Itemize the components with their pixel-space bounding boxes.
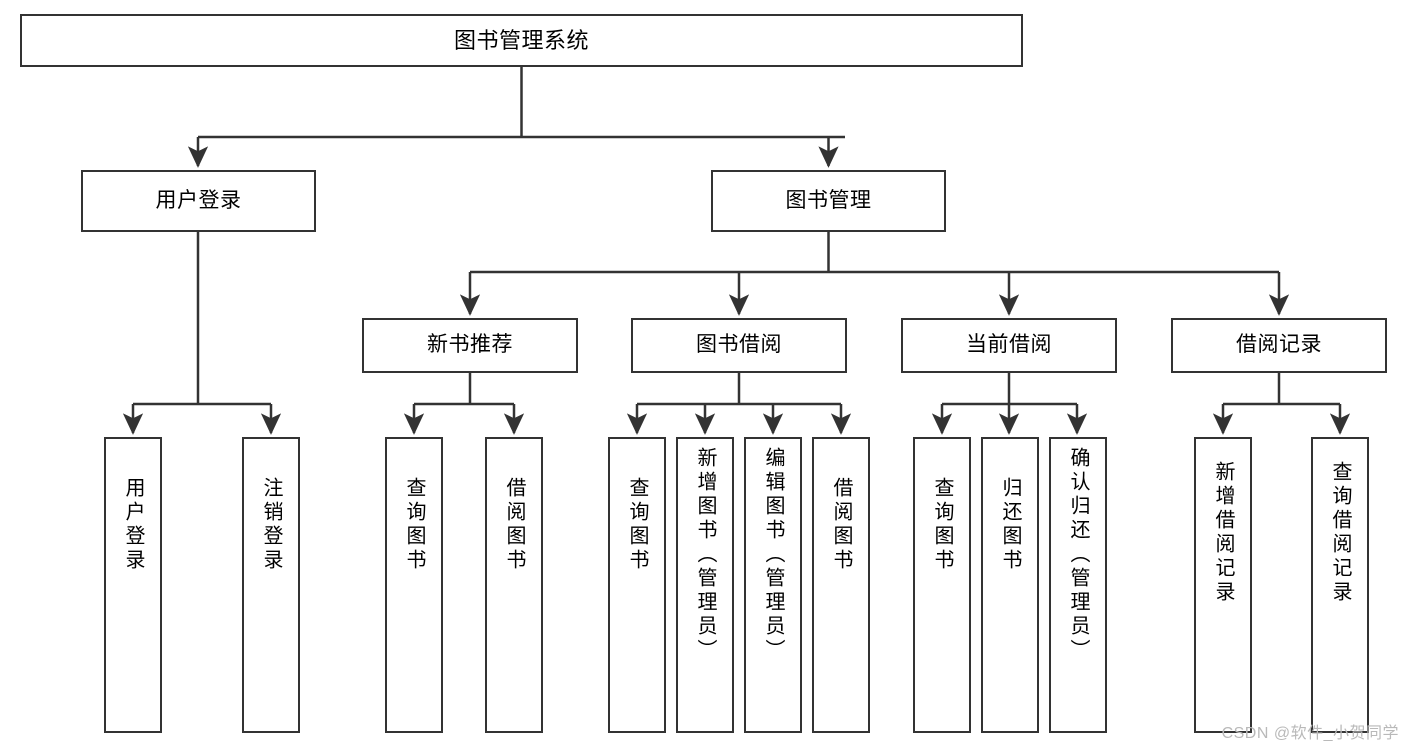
node-label: 新书推荐 bbox=[427, 333, 513, 357]
node-label: 确认归还（管理员） bbox=[1067, 447, 1089, 663]
node-book-borrow[interactable]: 图书借阅 bbox=[631, 318, 847, 373]
node-label: 图书借阅 bbox=[696, 333, 782, 357]
node-borrow-records[interactable]: 借阅记录 bbox=[1171, 318, 1387, 373]
leaf-book-borrow-borrow-book[interactable]: 借阅图书 bbox=[812, 437, 870, 733]
node-label: 用户登录 bbox=[155, 188, 242, 212]
node-label: 查询图书 bbox=[626, 477, 648, 573]
node-label: 图书管理 bbox=[785, 188, 872, 212]
node-label: 图书管理系统 bbox=[453, 27, 589, 53]
node-label: 归还图书 bbox=[999, 477, 1021, 573]
node-label: 当前借阅 bbox=[966, 333, 1052, 357]
leaf-user-login-logout[interactable]: 注销登录 bbox=[242, 437, 300, 733]
leaf-current-borrow-confirm-return-admin[interactable]: 确认归还（管理员） bbox=[1049, 437, 1107, 733]
node-label: 注销登录 bbox=[260, 477, 282, 573]
leaf-borrow-records-add-record[interactable]: 新增借阅记录 bbox=[1194, 437, 1252, 733]
leaf-book-borrow-edit-book-admin[interactable]: 编辑图书（管理员） bbox=[744, 437, 802, 733]
node-user-login[interactable]: 用户登录 bbox=[81, 170, 316, 232]
leaf-new-book-borrow-book[interactable]: 借阅图书 bbox=[485, 437, 543, 733]
node-new-book-recommend[interactable]: 新书推荐 bbox=[362, 318, 578, 373]
csdn-watermark: CSDN @软件_小贺同学 bbox=[1221, 725, 1399, 742]
node-label: 借阅图书 bbox=[503, 477, 525, 573]
leaf-current-borrow-return-book[interactable]: 归还图书 bbox=[981, 437, 1039, 733]
node-label: 新增图书（管理员） bbox=[694, 447, 716, 663]
leaf-new-book-query-book[interactable]: 查询图书 bbox=[385, 437, 443, 733]
node-root-book-management-system[interactable]: 图书管理系统 bbox=[20, 14, 1023, 67]
node-label: 用户登录 bbox=[122, 477, 144, 573]
node-book-management[interactable]: 图书管理 bbox=[711, 170, 946, 232]
leaf-user-login-login[interactable]: 用户登录 bbox=[104, 437, 162, 733]
node-label: 借阅图书 bbox=[830, 477, 852, 573]
node-label: 查询图书 bbox=[403, 477, 425, 573]
leaf-borrow-records-query-record[interactable]: 查询借阅记录 bbox=[1311, 437, 1369, 733]
node-label: 编辑图书（管理员） bbox=[762, 447, 784, 663]
leaf-book-borrow-query-book[interactable]: 查询图书 bbox=[608, 437, 666, 733]
node-label: 新增借阅记录 bbox=[1212, 461, 1234, 605]
node-label: 查询借阅记录 bbox=[1329, 461, 1351, 605]
node-current-borrow[interactable]: 当前借阅 bbox=[901, 318, 1117, 373]
node-label: 查询图书 bbox=[931, 477, 953, 573]
leaf-current-borrow-query-book[interactable]: 查询图书 bbox=[913, 437, 971, 733]
node-label: 借阅记录 bbox=[1236, 333, 1322, 357]
leaf-book-borrow-add-book-admin[interactable]: 新增图书（管理员） bbox=[676, 437, 734, 733]
